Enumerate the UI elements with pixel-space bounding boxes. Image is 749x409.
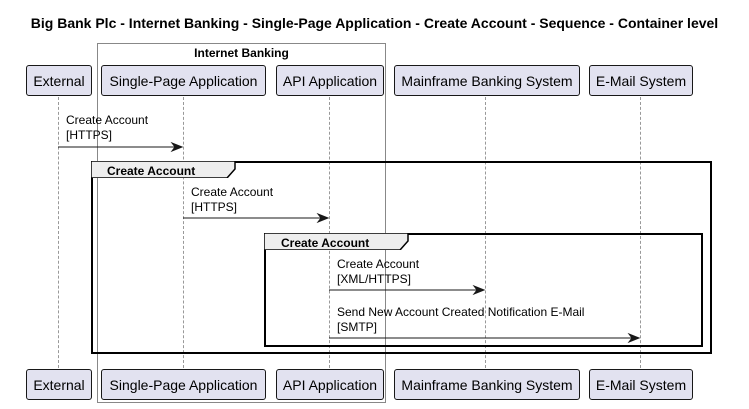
message-m2-label: Create Account: [191, 185, 274, 199]
arrow-m4-head: [627, 332, 641, 344]
frame-outer-label: Create Account: [107, 164, 196, 178]
participant-spa-top: Single-Page Application: [101, 65, 266, 96]
arrow-m2-head: [316, 212, 330, 224]
lifeline-spa: [183, 97, 184, 368]
participant-api-top: API Application: [276, 65, 384, 96]
lifeline-mainframe: [485, 97, 486, 368]
message-m3-label: Create Account: [337, 257, 420, 271]
internet-banking-boundary: [97, 43, 386, 403]
participant-mainframe-top: Mainframe Banking System: [394, 65, 580, 96]
participant-external-bottom: External: [26, 369, 92, 400]
arrow-m1-head: [170, 141, 184, 153]
participant-external-top: External: [26, 65, 92, 96]
participant-api-bottom: API Application: [276, 369, 384, 400]
message-m3-protocol: [XML/HTTPS]: [337, 272, 412, 286]
participant-email-top: E-Mail System: [589, 65, 693, 96]
frame-inner: [264, 233, 703, 347]
message-m4-protocol: [SMTP]: [337, 320, 378, 334]
lifeline-external: [58, 97, 59, 368]
arrow-m3-head: [472, 284, 486, 296]
message-m1-label: Create Account: [66, 113, 149, 127]
frame-inner-tab: [264, 233, 409, 250]
participant-email-bottom: E-Mail System: [589, 369, 693, 400]
diagram-title: Big Bank Plc - Internet Banking - Single…: [30, 15, 719, 31]
participant-spa-bottom: Single-Page Application: [101, 369, 266, 400]
lifeline-email: [640, 97, 641, 368]
frame-inner-label: Create Account: [281, 236, 370, 250]
message-m2-protocol: [HTTPS]: [191, 200, 238, 214]
frame-outer-tab: [91, 161, 236, 178]
message-m1-protocol: [HTTPS]: [66, 128, 113, 142]
frame-outer: [91, 161, 712, 354]
boundary-label: Internet Banking: [194, 46, 289, 60]
message-m4-label: Send New Account Created Notification E-…: [337, 305, 585, 319]
participant-mainframe-bottom: Mainframe Banking System: [394, 369, 580, 400]
